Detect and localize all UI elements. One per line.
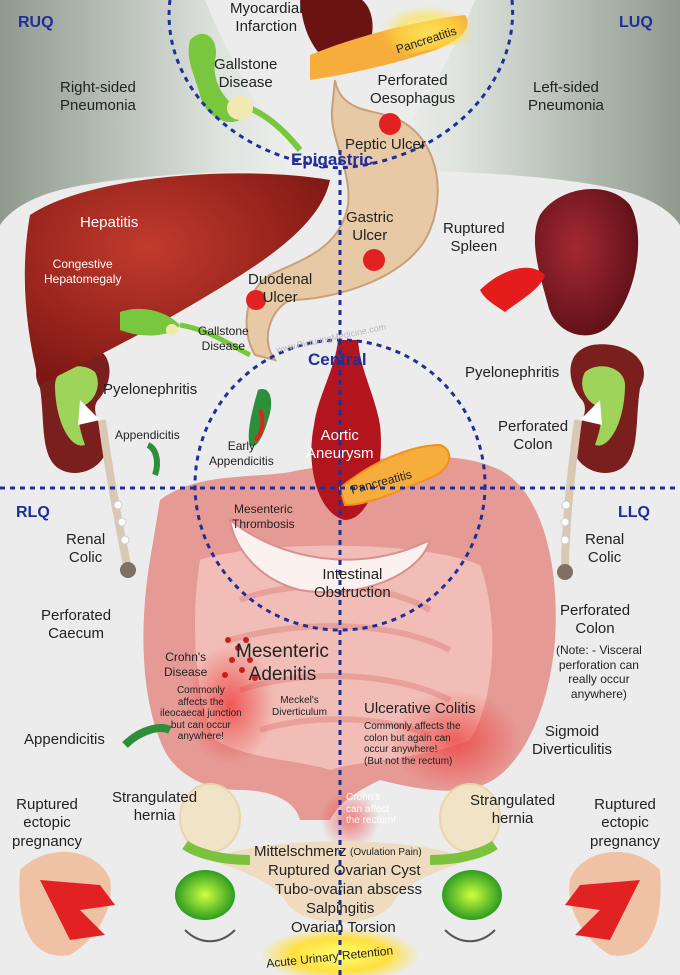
label-sigmoid-diverticulitis: Sigmoid Diverticulitis bbox=[532, 723, 613, 759]
label-salpingitis: Salpingitis bbox=[306, 900, 375, 917]
label-ruptured-spleen: Ruptured Spleen bbox=[443, 220, 505, 256]
label-crohns-rectum: Crohn's can affect the rectum! bbox=[346, 792, 397, 826]
label-gallstone-disease-top: Gallstone Disease bbox=[214, 56, 278, 92]
label-renal-colic-right: Renal Colic bbox=[66, 531, 106, 567]
label-early-appendicitis: Early Appendicitis bbox=[209, 439, 274, 468]
label-duodenal-ulcer: Duodenal Ulcer bbox=[248, 271, 313, 307]
label-intestinal-obstruction: Intestinal Obstruction bbox=[314, 566, 391, 602]
label-strangulated-hernia-right: Strangulated hernia bbox=[112, 789, 198, 825]
label-perforated-oesophagus: Perforated Oesophagus bbox=[370, 72, 456, 108]
label-ruptured-ovarian-cyst: Ruptured Ovarian Cyst bbox=[268, 862, 421, 879]
label-renal-colic-left: Renal Colic bbox=[585, 531, 625, 567]
label-mesenteric-thrombosis: Mesenteric Thrombosis bbox=[232, 502, 295, 531]
quadrant-ruq: RUQ bbox=[18, 14, 54, 31]
label-hepatitis: Hepatitis bbox=[80, 214, 139, 231]
label-pyelonephritis-right: Pyelonephritis bbox=[103, 381, 198, 398]
quadrant-llq: LLQ bbox=[618, 504, 650, 521]
label-congestive-hepatomegaly: Congestive Hepatomegaly bbox=[44, 257, 122, 286]
left-kidney bbox=[570, 344, 644, 473]
label-ruptured-ectopic-left: Ruptured ectopic pregnancy bbox=[590, 796, 661, 850]
label-strangulated-hernia-left: Strangulated hernia bbox=[470, 792, 556, 828]
label-ruptured-ectopic-right: Ruptured ectopic pregnancy bbox=[12, 796, 83, 850]
label-tubo-ovarian-abscess: Tubo-ovarian abscess bbox=[275, 881, 423, 898]
label-ulcerative-colitis: Ulcerative Colitis bbox=[364, 700, 476, 717]
label-gallstone-disease-mid: Gallstone Disease bbox=[198, 324, 249, 353]
label-crohns-disease: Crohn's Disease bbox=[164, 650, 208, 679]
quadrant-luq: LUQ bbox=[619, 14, 653, 31]
label-pyelonephritis-left: Pyelonephritis bbox=[465, 364, 560, 381]
label-ovarian-torsion: Ovarian Torsion bbox=[291, 919, 396, 936]
label-meckels-diverticulum: Meckel's Diverticulum bbox=[272, 695, 328, 718]
label-aortic-aneurysm: Aortic Aneurysm bbox=[306, 427, 374, 463]
label-appendicitis-bottom: Appendicitis bbox=[24, 731, 105, 748]
label-uc-note: Commonly affects the colon but again can… bbox=[364, 721, 461, 767]
label-perforated-caecum: Perforated Caecum bbox=[41, 607, 112, 643]
label-appendicitis-top: Appendicitis bbox=[115, 428, 180, 442]
label-perforated-colon-top: Perforated Colon bbox=[498, 418, 569, 454]
label-visceral-note: (Note: - Visceral perforation can really… bbox=[556, 643, 642, 701]
quadrant-rlq: RLQ bbox=[16, 504, 50, 521]
label-perforated-colon-bottom: Perforated Colon bbox=[560, 602, 631, 638]
label-myocardial-infarction: Myocardial Infarction bbox=[230, 0, 303, 36]
label-ovulation-pain: (Ovulation Pain) bbox=[350, 847, 422, 858]
label-left-sided-pneumonia: Left-sided Pneumonia bbox=[528, 79, 604, 115]
label-mesenteric-adenitis: Mesenteric Adenitis bbox=[236, 641, 329, 686]
label-mittelschmerz: Mittelschmerz bbox=[254, 843, 347, 860]
zone-epigastric: Epigastric bbox=[291, 150, 374, 169]
zone-central: Central bbox=[308, 350, 367, 369]
label-right-sided-pneumonia: Right-sided Pneumonia bbox=[60, 79, 136, 115]
label-crohns-note: Commonly affects the ileocaecal junction… bbox=[160, 685, 242, 742]
label-gastric-ulcer: Gastric Ulcer bbox=[346, 209, 394, 245]
label-peptic-ulcer: Peptic Ulcer bbox=[345, 136, 426, 153]
